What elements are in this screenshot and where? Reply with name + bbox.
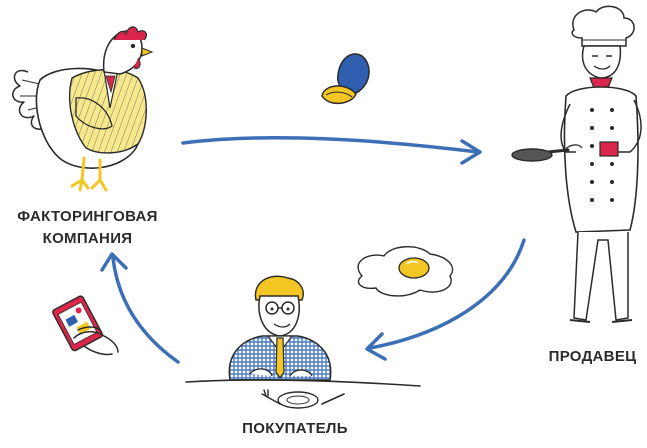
factoring-company-label: ФАКТОРИНГОВАЯ КОМПАНИЯ <box>0 206 175 250</box>
fried-egg-icon <box>358 247 452 296</box>
factoring-company-label-line1: ФАКТОРИНГОВАЯ <box>0 206 175 228</box>
egg-icon <box>322 54 369 103</box>
diner-at-table-icon <box>186 276 420 408</box>
buyer-label: ПОКУПАТЕЛЬ <box>220 418 370 440</box>
seller-label: ПРОДАВЕЦ <box>538 346 647 368</box>
arrow-factoring-to-seller <box>183 138 480 163</box>
hen-in-suit-icon <box>13 27 152 190</box>
arrow-buyer-to-factoring <box>102 254 178 362</box>
card-payment-icon <box>52 295 118 354</box>
factoring-company-label-line2: КОМПАНИЯ <box>0 228 175 250</box>
chef-with-pan-icon <box>512 6 641 322</box>
